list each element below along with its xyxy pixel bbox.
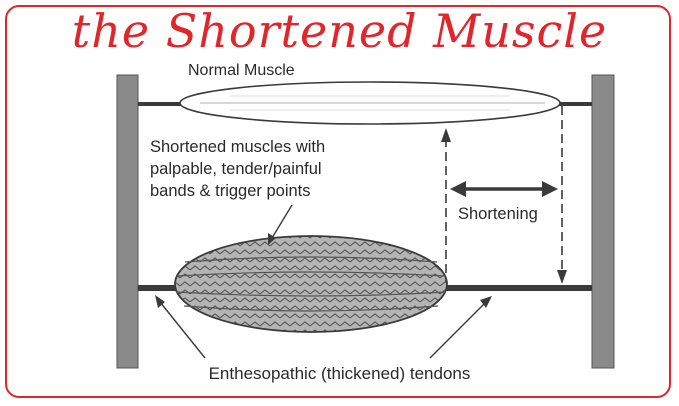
normal-muscle-label: Normal Muscle: [188, 62, 295, 80]
shortening-arrow-right-head: [542, 181, 558, 197]
arrow-down-head: [557, 270, 567, 284]
shortening-label: Shortening: [456, 205, 540, 224]
shortened-label-line-3: bands & trigger points: [150, 180, 325, 202]
shortened-muscle: [175, 236, 447, 332]
tendons-label: Enthesopathic (thickened) tendons: [0, 364, 679, 384]
arrow-up-head: [441, 128, 451, 142]
shortened-label-line-2: palpable, tender/painful: [150, 158, 325, 180]
shortened-muscle-label: Shortened muscles with palpable, tender/…: [150, 136, 325, 202]
shortened-label-line-1: Shortened muscles with: [150, 136, 325, 158]
shortening-arrow-left-head: [450, 181, 466, 197]
pointer-to-right-tendon: [430, 302, 486, 358]
right-post: [592, 75, 614, 368]
left-post: [117, 75, 138, 368]
pointer-to-shortened-muscle: [272, 205, 292, 238]
